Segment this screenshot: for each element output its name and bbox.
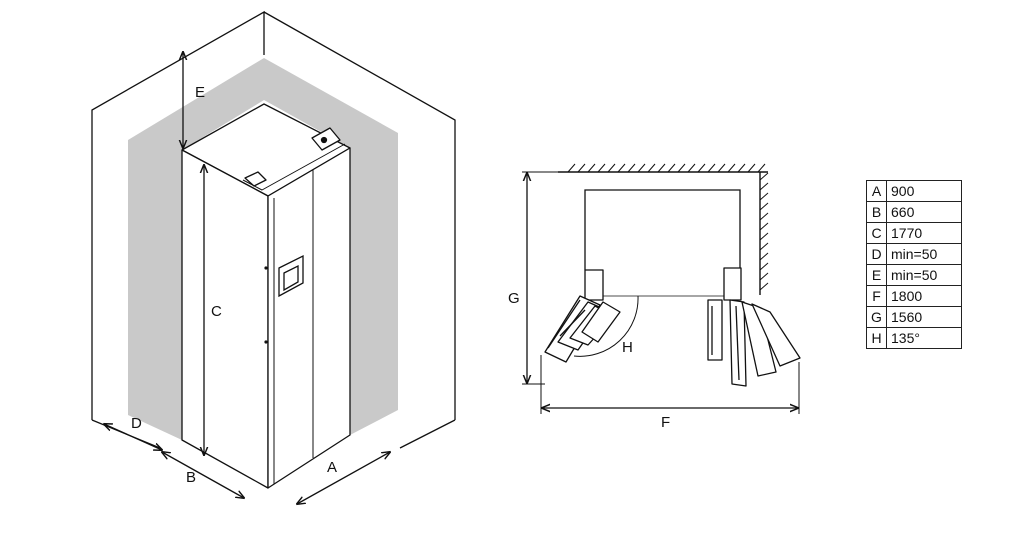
label-e: E [195,84,205,101]
hatch-mark [607,163,616,173]
hatch-mark [759,232,769,241]
fridge-body [181,103,351,489]
dimension-d-arrow [104,424,162,450]
left-door-open [544,269,621,363]
hatch-mark [637,163,646,173]
dimension-value: 135° [886,327,962,349]
hatch-mark [747,163,756,173]
dimension-key: B [866,201,887,223]
dimension-key: A [866,180,887,202]
fridge-isometric-view: C E D B A [91,10,456,504]
hatch-mark [737,163,746,173]
dimension-key: G [866,306,887,328]
label-c: C [211,303,222,320]
hatch-mark [667,163,676,173]
dimension-value: 1560 [886,306,962,328]
hatch-mark [759,282,769,291]
hatch-mark [697,163,706,173]
dimension-value: 660 [886,201,962,223]
hatch-mark [759,192,769,201]
hatched-back-wall [558,163,769,295]
dimension-value: 900 [886,180,962,202]
label-f: F [661,414,670,431]
dimension-b-arrow [162,452,244,498]
label-a: A [327,459,337,476]
label-g: G [508,290,520,307]
hatch-mark [567,163,576,173]
hatch-mark [627,163,636,173]
wall-shading-right [264,58,398,435]
hatch-mark [687,163,696,173]
fridge-top-view: H G F [508,163,801,431]
hatch-mark [759,262,769,271]
dimension-value: 1770 [886,222,962,244]
hatch-mark [657,163,666,173]
hatch-mark [757,163,766,173]
label-b: B [186,469,196,486]
hatch-mark [759,222,769,231]
hatch-mark [759,242,769,251]
hatch-mark [759,182,769,191]
hatch-mark [727,163,736,173]
hatch-mark [587,163,596,173]
dimension-key: D [866,243,887,265]
hatch-mark [717,163,726,173]
dimension-key: C [866,222,887,244]
dimension-value: min=50 [886,264,962,286]
right-door-open [707,267,801,387]
hatch-mark [597,163,606,173]
dimension-value: min=50 [886,243,962,265]
hatch-mark [577,163,586,173]
hatch-mark [759,172,769,181]
hatch-mark [759,202,769,211]
dimension-a-arrow [297,452,390,504]
hatch-mark [759,252,769,261]
hatch-mark [707,163,716,173]
fridge-body-top-view [584,189,741,270]
label-d: D [131,415,142,432]
angle-h-arc [573,295,639,357]
hatch-mark [647,163,656,173]
water-dispenser [278,254,304,298]
dimension-value: 1800 [886,285,962,307]
hatch-mark [617,163,626,173]
wall-shading-left [128,58,264,440]
label-h: H [622,339,633,356]
hatch-mark [759,272,769,281]
dimension-key: E [866,264,887,286]
dimension-key: H [866,327,887,349]
hatch-mark [677,163,686,173]
hatch-mark [759,212,769,221]
dimension-key: F [866,285,887,307]
